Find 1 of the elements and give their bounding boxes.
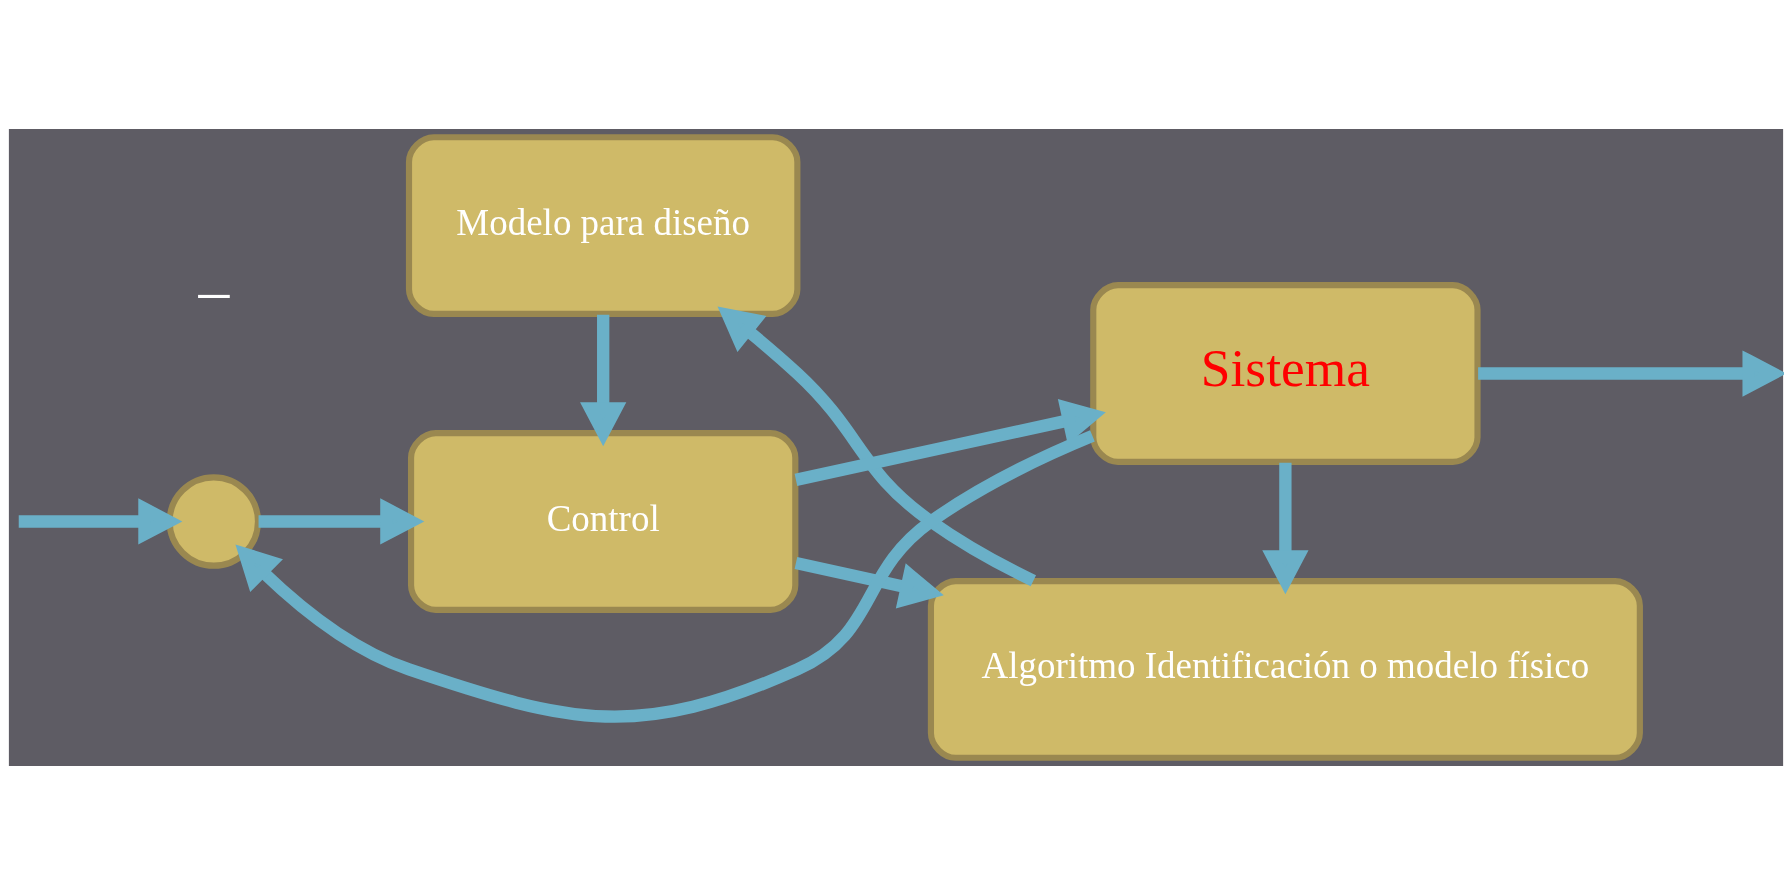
label: – bbox=[198, 255, 230, 324]
